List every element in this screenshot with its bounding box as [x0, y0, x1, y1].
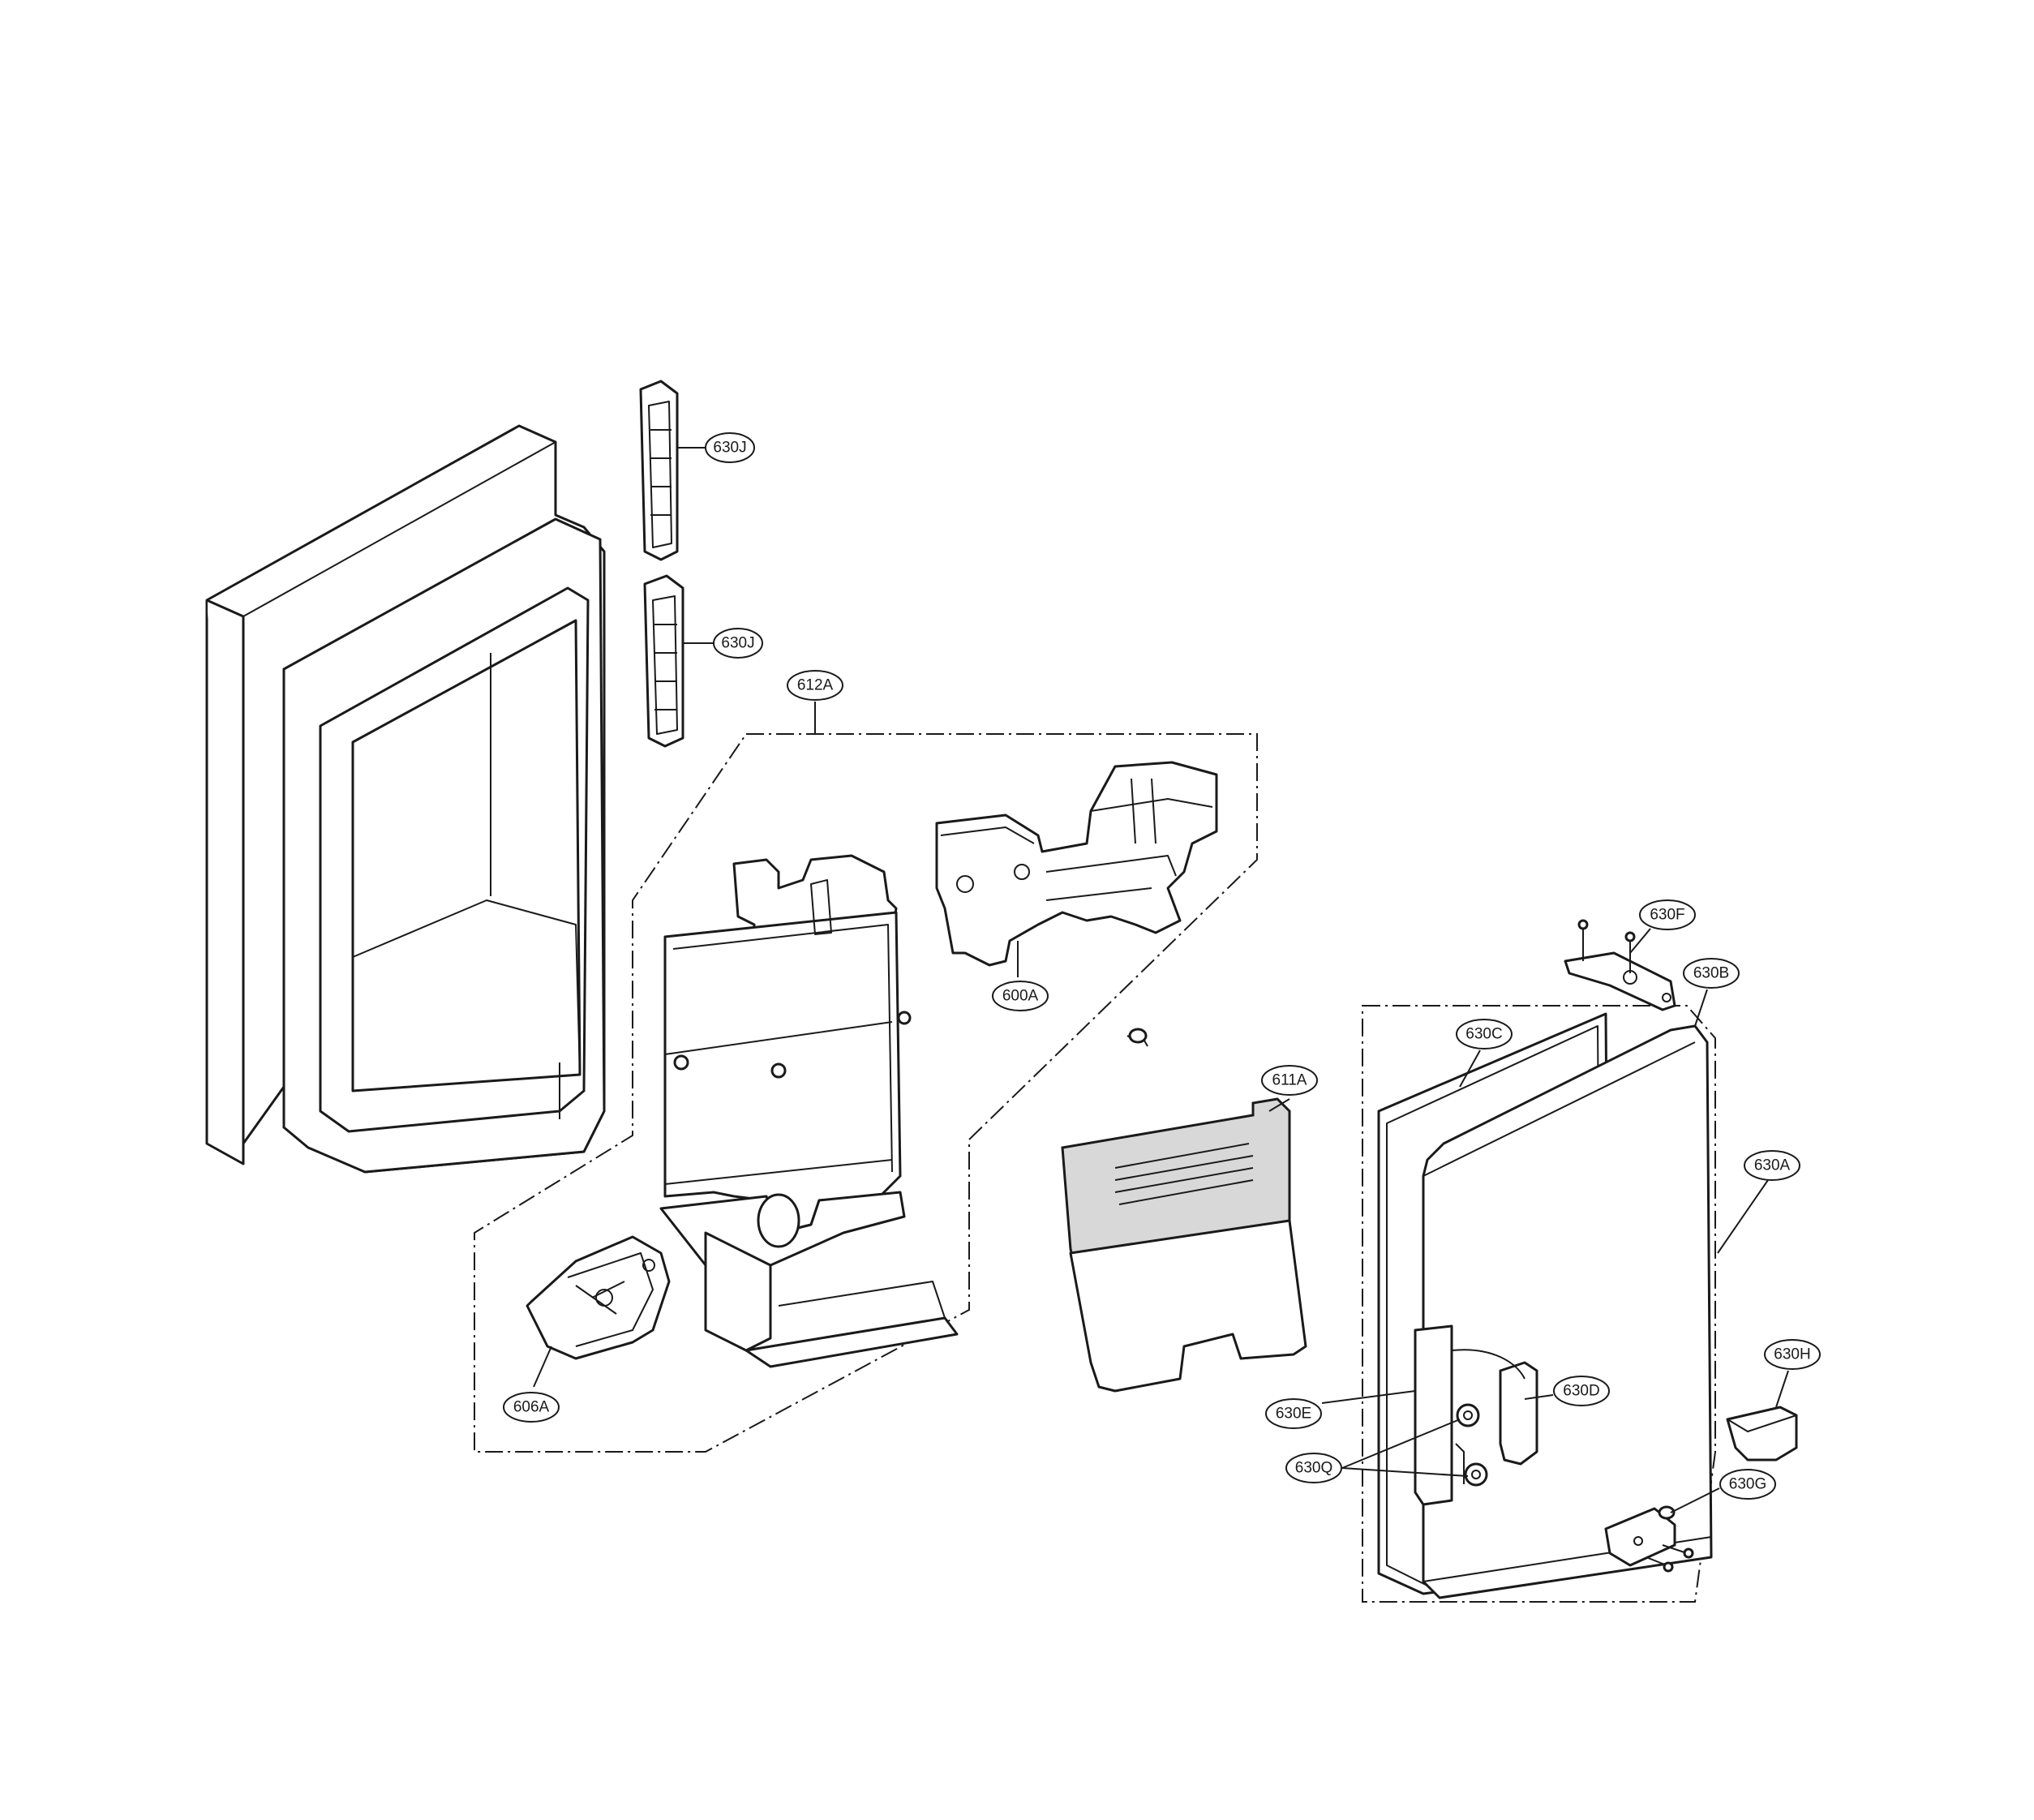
callout-630J-middle: 630J: [713, 628, 763, 659]
callout-label: 630C: [1465, 1026, 1502, 1043]
callout-630E: 630E: [1265, 1398, 1322, 1429]
callout-label: 630Q: [1295, 1460, 1332, 1477]
screw-small: [1126, 1028, 1148, 1047]
callout-611A: 611A: [1261, 1065, 1318, 1096]
callout-630A: 630A: [1744, 1150, 1800, 1181]
dispenser-housing: [659, 854, 959, 1368]
callout-label: 630G: [1729, 1476, 1766, 1493]
hinge-parts: [1414, 1324, 1538, 1506]
callout-label: 630J: [713, 440, 746, 457]
part-606A: [526, 1235, 671, 1360]
callout-630H: 630H: [1764, 1339, 1821, 1370]
callout-label: 630J: [721, 635, 754, 652]
callout-label: 612A: [797, 677, 834, 694]
callout-630G: 630G: [1719, 1469, 1776, 1500]
part-630H: [1726, 1406, 1798, 1462]
icemaker-600A: [935, 761, 1218, 967]
callout-label: 630D: [1563, 1383, 1599, 1400]
callout-label: 611A: [1272, 1072, 1307, 1089]
callout-630C: 630C: [1456, 1019, 1513, 1050]
callout-label: 630B: [1693, 965, 1729, 982]
callout-630D: 630D: [1553, 1376, 1610, 1406]
callout-630F: 630F: [1639, 899, 1696, 930]
callout-630B: 630B: [1683, 958, 1740, 989]
callout-606A: 606A: [503, 1392, 560, 1423]
leader-lines: [533, 447, 1789, 1513]
bracket-630G: [1604, 1505, 1694, 1573]
callout-630Q: 630Q: [1285, 1453, 1342, 1483]
assembly-630A-boundary: [1362, 1005, 1716, 1603]
part-630J-top: [639, 380, 679, 561]
callout-label: 630E: [1276, 1406, 1311, 1423]
callout-label: 630H: [1774, 1346, 1810, 1363]
callout-label: 606A: [513, 1399, 550, 1416]
bracket-630F: [1564, 919, 1676, 1011]
callout-label: 630A: [1754, 1157, 1791, 1174]
part-630J-middle: [643, 574, 684, 748]
callout-630J-top: 630J: [705, 432, 755, 463]
callout-600A: 600A: [992, 981, 1049, 1011]
door-frame: [205, 424, 606, 1174]
assembly-612A-boundary: [474, 733, 1258, 1453]
callout-label: 630F: [1650, 907, 1684, 924]
cover-611A: [1061, 1097, 1307, 1393]
callout-label: 600A: [1002, 988, 1039, 1005]
callout-612A: 612A: [787, 670, 843, 701]
